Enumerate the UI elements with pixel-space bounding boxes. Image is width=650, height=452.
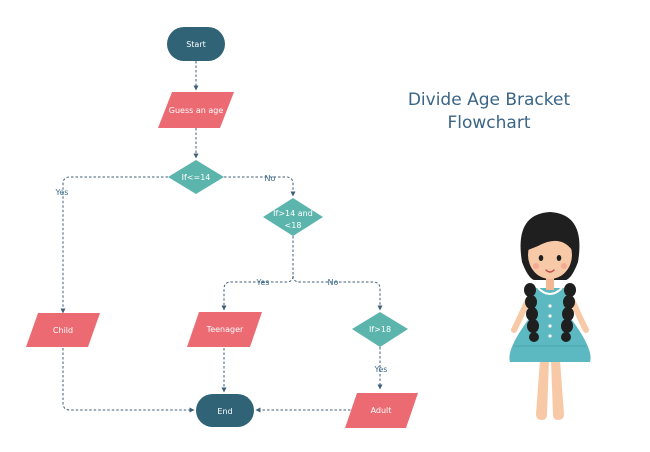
decision-gt18-label: If>18 (369, 325, 391, 334)
edge-label-d3-yes: Yes (374, 365, 388, 374)
adult-node-label: Adult (371, 406, 392, 415)
decision-14-18-label-line2: <18 (285, 221, 302, 230)
adult-node[interactable]: Adult (345, 393, 418, 428)
diagram-title-line2: Flowchart (448, 113, 531, 133)
edge-decision1-child (60, 176, 168, 314)
decision-le14-node[interactable]: If<=14 (168, 160, 224, 194)
decision-14-18-label-line1: If>14 and (273, 209, 313, 218)
teenager-node-label: Teenager (206, 325, 244, 334)
decision-14-18-node[interactable]: If>14 and <18 (263, 198, 323, 236)
start-node[interactable]: Start (167, 27, 225, 61)
edge-label-d2-no: No (328, 278, 339, 287)
guess-age-node-label: Guess an age (169, 106, 224, 115)
edge-labels: Yes No Yes No Yes (55, 174, 388, 374)
edge-label-d1-yes: Yes (55, 188, 69, 197)
edge-decision1-decision2 (224, 176, 296, 197)
edge-label-d2-yes: Yes (256, 278, 270, 287)
teenager-node[interactable]: Teenager (187, 312, 262, 347)
edge-decision2-decision3 (292, 275, 383, 311)
edge-label-d1-no: No (265, 174, 276, 183)
edges (60, 61, 383, 413)
edge-child-end (62, 348, 195, 413)
end-node[interactable]: End (196, 394, 254, 427)
guess-age-node[interactable]: Guess an age (158, 92, 234, 128)
end-node-label: End (217, 407, 232, 416)
diagram-title-line1: Divide Age Bracket (408, 90, 571, 110)
edge-decision2-teenager (221, 236, 294, 311)
start-node-label: Start (186, 40, 206, 49)
child-node-label: Child (53, 326, 73, 335)
child-node[interactable]: Child (26, 313, 100, 347)
girl-illustration (509, 212, 591, 420)
diagram-title: Divide Age Bracket Flowchart (408, 90, 571, 133)
decision-le14-label: If<=14 (182, 173, 211, 182)
decision-gt18-node[interactable]: If>18 (352, 312, 408, 347)
